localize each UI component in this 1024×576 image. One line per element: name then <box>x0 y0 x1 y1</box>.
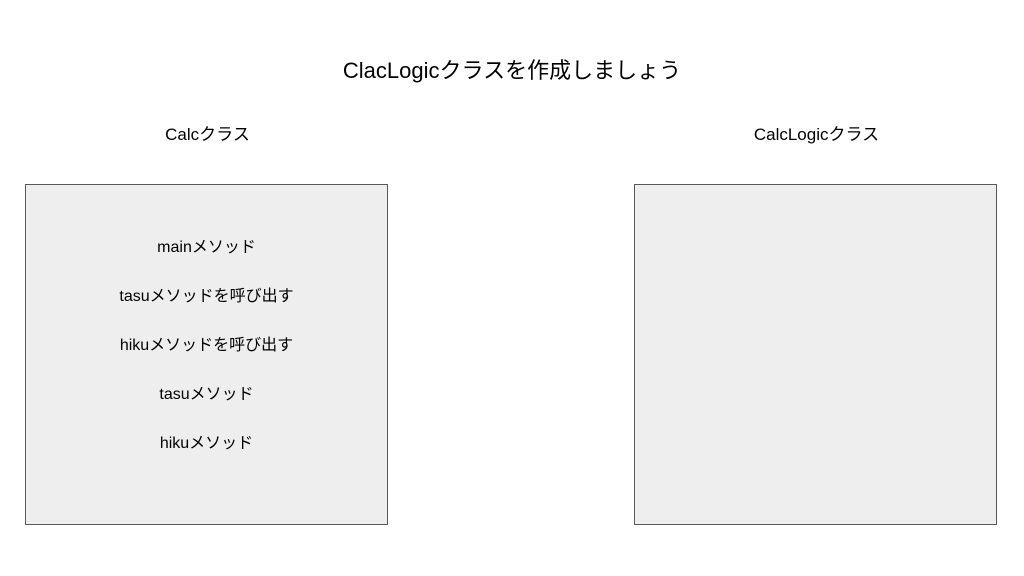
calc-class-label: Calcクラス <box>165 125 250 144</box>
calclogic-class-label: CalcLogicクラス <box>753 125 880 144</box>
page-title: ClacLogicクラスを作成しましょう <box>342 58 682 83</box>
method-tasu: tasuメソッド <box>159 386 254 403</box>
calc-class-box: mainメソッド tasuメソッドを呼び出す hikuメソッドを呼び出す tas… <box>25 184 388 525</box>
calclogic-class-box <box>634 184 997 525</box>
calc-method-list: mainメソッド tasuメソッドを呼び出す hikuメソッドを呼び出す tas… <box>26 233 387 478</box>
method-hiku: hikuメソッド <box>159 435 254 452</box>
method-main: mainメソッド <box>157 239 256 256</box>
method-call-tasu: tasuメソッドを呼び出す <box>119 288 294 305</box>
method-call-hiku: hikuメソッドを呼び出す <box>119 337 294 354</box>
